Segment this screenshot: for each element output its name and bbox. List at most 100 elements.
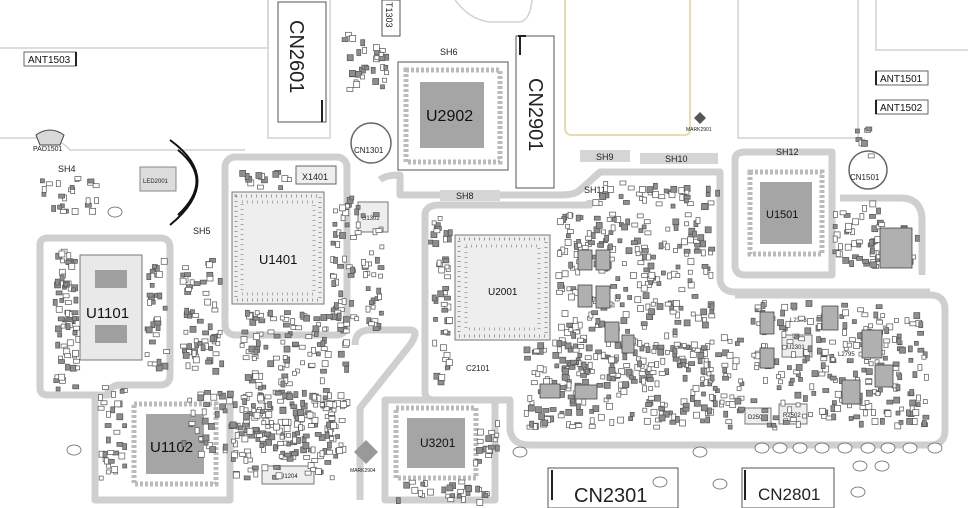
passive-component: [832, 235, 838, 243]
passive-component: [55, 180, 61, 187]
passive-component: [280, 339, 286, 345]
test-pad: [712, 478, 728, 490]
passive-component: [912, 409, 920, 416]
passive-component: [643, 417, 651, 425]
passive-component: [853, 370, 858, 378]
passive-component: [261, 464, 269, 472]
inductor-block: [821, 305, 839, 331]
passive-component: [894, 422, 902, 430]
passive-component: [485, 453, 492, 458]
passive-component: [257, 184, 264, 190]
passive-component: [242, 398, 247, 405]
passive-component: [802, 413, 807, 419]
test-pad: [902, 442, 918, 454]
passive-component: [651, 254, 656, 260]
passive-component: [576, 409, 584, 416]
test-pad: [692, 446, 708, 458]
passive-component: [653, 424, 661, 430]
passive-component: [226, 390, 234, 398]
passive-component: [418, 489, 423, 497]
passive-component: [811, 370, 819, 377]
passive-component: [674, 416, 680, 423]
passive-component: [187, 397, 193, 403]
passive-component: [701, 203, 708, 211]
passive-component: [760, 302, 766, 309]
passive-component: [883, 355, 888, 361]
passive-component: [342, 328, 350, 334]
passive-component: [719, 399, 725, 405]
passive-component: [692, 384, 700, 392]
passive-component: [648, 362, 655, 368]
passive-component: [600, 374, 606, 380]
passive-component: [834, 390, 842, 398]
passive-component: [691, 294, 699, 299]
passive-component: [337, 392, 345, 400]
u3201-label: U3201: [420, 436, 456, 450]
passive-component: [324, 460, 332, 465]
passive-component: [665, 226, 671, 232]
passive-component: [648, 386, 654, 391]
passive-component: [110, 406, 116, 414]
passive-component: [116, 442, 124, 447]
passive-component: [214, 410, 220, 418]
passive-component: [533, 348, 540, 354]
passive-component: [738, 378, 743, 384]
passive-component: [41, 186, 47, 193]
passive-component: [639, 186, 646, 193]
passive-component: [640, 284, 648, 292]
passive-component: [736, 386, 742, 392]
passive-component: [848, 416, 854, 421]
passive-component: [663, 188, 669, 194]
passive-component: [268, 309, 273, 317]
passive-component: [182, 352, 190, 359]
passive-component: [281, 175, 289, 182]
mark2901: MARK2901: [686, 112, 712, 133]
passive-component: [640, 321, 648, 327]
passive-component: [185, 362, 191, 370]
pad-pad1501: PAD1501: [33, 129, 65, 153]
passive-component: [597, 242, 604, 248]
passive-component: [320, 340, 326, 347]
passive-component: [675, 264, 681, 270]
passive-component: [408, 479, 416, 485]
passive-component: [589, 417, 595, 425]
passive-component: [634, 296, 642, 304]
passive-component: [830, 357, 836, 362]
passive-component: [281, 373, 289, 379]
passive-component: [487, 444, 495, 450]
passive-component: [721, 362, 729, 368]
passive-component: [313, 316, 321, 322]
passive-component: [190, 409, 196, 417]
passive-component: [597, 413, 605, 421]
passive-component: [899, 406, 905, 412]
passive-component: [283, 322, 290, 328]
passive-component: [443, 235, 448, 243]
passive-component: [122, 423, 127, 429]
connector-cn1301: CN1301: [350, 122, 392, 164]
passive-component: [873, 311, 879, 319]
passive-component: [264, 394, 272, 400]
passive-component: [703, 361, 709, 369]
passive-component: [488, 429, 496, 435]
passive-component: [706, 371, 712, 377]
sh6-label: SH6: [440, 47, 458, 57]
passive-component: [330, 422, 337, 429]
passive-component: [599, 193, 607, 200]
passive-component: [615, 276, 621, 281]
passive-component: [154, 316, 161, 322]
passive-component: [152, 264, 157, 269]
passive-component: [819, 407, 826, 415]
passive-component: [683, 248, 691, 254]
passive-component: [71, 208, 79, 215]
passive-component: [588, 326, 596, 332]
passive-component: [211, 307, 219, 313]
passive-component: [857, 307, 864, 313]
passive-component: [54, 278, 60, 286]
passive-component: [326, 314, 333, 319]
passive-component: [202, 290, 210, 296]
passive-component: [111, 391, 116, 398]
passive-component: [71, 287, 76, 293]
passive-component: [831, 413, 837, 421]
sh10-label: SH10: [665, 154, 688, 164]
passive-component: [354, 316, 360, 322]
